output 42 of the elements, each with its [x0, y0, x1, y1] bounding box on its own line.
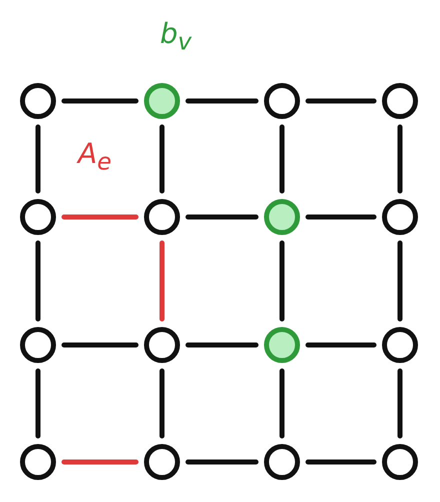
grid-node	[20, 83, 56, 119]
connector-line	[186, 214, 258, 220]
connector-line	[398, 124, 402, 194]
connector-line	[160, 368, 164, 438]
connector-line	[36, 368, 40, 438]
connector-line	[280, 368, 284, 438]
connector-line	[160, 240, 164, 322]
grid-node	[144, 199, 180, 235]
grid-node	[20, 199, 56, 235]
connector-line	[186, 98, 258, 104]
connector-line	[62, 98, 138, 104]
connector-line	[306, 460, 376, 464]
grid-node	[20, 444, 56, 480]
connector-line	[280, 124, 284, 194]
math-label: b$_{v}$	[160, 20, 192, 54]
connector-line	[306, 98, 376, 104]
grid-node	[264, 327, 300, 363]
connector-line	[398, 368, 402, 438]
connector-line	[62, 460, 138, 464]
connector-line	[36, 240, 40, 322]
grid-node	[264, 83, 300, 119]
grid-node	[264, 444, 300, 480]
connector-line	[186, 460, 258, 464]
connector-line	[62, 214, 138, 220]
grid-node	[144, 83, 180, 119]
grid-node	[144, 327, 180, 363]
connector-line	[280, 240, 284, 322]
grid-node	[382, 327, 418, 363]
grid-node	[144, 444, 180, 480]
connector-line	[160, 124, 164, 194]
connector-line	[62, 342, 138, 348]
grid-node	[382, 444, 418, 480]
math-label: A$_{e}$	[78, 140, 112, 174]
connector-line	[306, 342, 376, 348]
grid-node	[20, 327, 56, 363]
connector-line	[398, 240, 402, 322]
connector-line	[306, 214, 376, 220]
grid-node	[264, 199, 300, 235]
connector-line	[186, 342, 258, 348]
grid-node	[382, 83, 418, 119]
connector-line	[36, 124, 40, 194]
grid-node	[382, 199, 418, 235]
